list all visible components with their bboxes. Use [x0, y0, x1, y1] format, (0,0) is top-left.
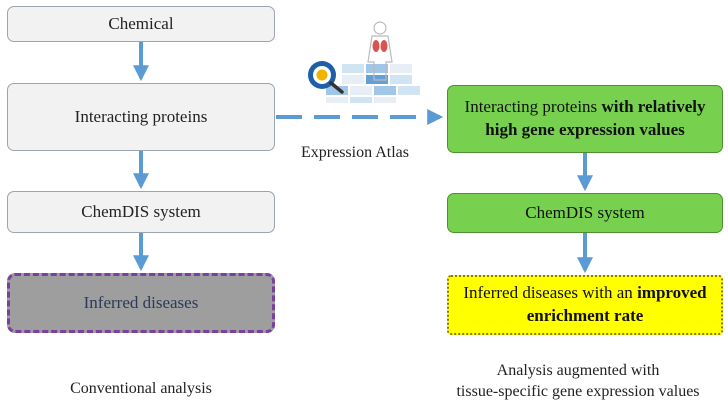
conventional-analysis-caption: Conventional analysis [7, 379, 275, 400]
interacting-proteins-bold-text: with relatively high gene expression val… [485, 97, 706, 139]
interacting-proteins-box: Interacting proteins [7, 83, 275, 151]
chemdis-box-right: ChemDIS system [447, 193, 723, 233]
inferred-diseases-label-left: Inferred diseases [83, 292, 199, 312]
inferred-diseases-label-right: Inferred diseases with an improved enric… [455, 282, 715, 328]
augmented-analysis-caption: Analysis augmented with tissue-specific … [428, 361, 728, 403]
interacting-proteins-high-expression-label: Interacting proteins with relatively hig… [456, 96, 714, 142]
magnifier-icon [308, 61, 344, 94]
chemdis-label-right: ChemDIS system [525, 202, 645, 222]
augmented-caption-line1: Analysis augmented with [496, 362, 660, 379]
chemical-label: Chemical [108, 13, 174, 33]
inferred-diseases-bold-text: improved enrichment rate [526, 283, 707, 325]
inferred-diseases-box-left: Inferred diseases [7, 273, 275, 333]
expression-atlas-label: Expression Atlas [280, 143, 430, 164]
expression-atlas-text: Expression Atlas [301, 144, 409, 161]
inferred-diseases-plain-text: Inferred diseases with an [463, 283, 638, 303]
expression-atlas-icon [308, 21, 420, 103]
interacting-proteins-high-expression-box: Interacting proteins with relatively hig… [447, 85, 723, 153]
augmented-caption-line2: tissue-specific gene expression values [456, 382, 700, 400]
interacting-proteins-label: Interacting proteins [74, 106, 208, 126]
interacting-proteins-plain-text: Interacting proteins [464, 97, 602, 117]
human-body-icon [367, 21, 393, 81]
inferred-diseases-box-right: Inferred diseases with an improved enric… [447, 275, 723, 335]
conventional-analysis-text: Conventional analysis [70, 380, 212, 397]
chemical-box: Chemical [7, 6, 275, 42]
chemdis-label-left: ChemDIS system [81, 201, 201, 221]
chemdis-box-left: ChemDIS system [7, 191, 275, 233]
expression-grid [326, 64, 420, 103]
